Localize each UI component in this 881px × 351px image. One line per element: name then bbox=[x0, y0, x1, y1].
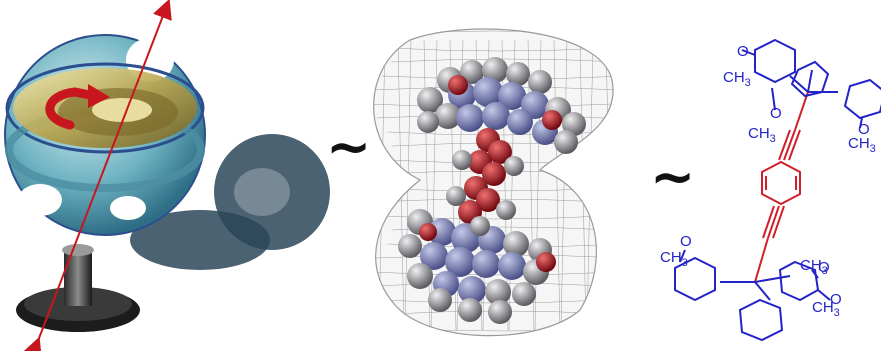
methoxyphenyl-groups bbox=[674, 38, 881, 342]
atom-oxygen bbox=[448, 75, 468, 95]
atom-hydrogen bbox=[496, 200, 516, 220]
atom-carbon bbox=[507, 109, 533, 135]
atom-hydrogen bbox=[446, 186, 466, 206]
atom-carbon bbox=[482, 102, 510, 130]
atom-hydrogen bbox=[407, 263, 433, 289]
atom-carbon bbox=[428, 218, 456, 246]
methoxy-oxygen-label: O bbox=[770, 105, 782, 122]
mesh-line bbox=[390, 58, 614, 63]
methyl-label: CH3 bbox=[660, 249, 688, 269]
atom-hydrogen bbox=[428, 288, 452, 312]
alkyne-phenylene-core bbox=[754, 91, 809, 283]
space-filling-model bbox=[373, 28, 614, 337]
atom-carbon bbox=[420, 242, 448, 270]
approximation-symbol-left: ~ bbox=[326, 115, 372, 178]
atom-hydrogen bbox=[398, 234, 422, 258]
atom-oxygen bbox=[419, 223, 437, 241]
atom-hydrogen bbox=[504, 156, 524, 176]
methyl-label: CH3 bbox=[848, 135, 876, 155]
atom-carbon bbox=[498, 252, 526, 280]
atom-hydrogen bbox=[452, 150, 472, 170]
atom-carbon bbox=[445, 247, 475, 277]
mesh-line bbox=[553, 39, 561, 331]
gyroscope-illustration bbox=[4, 0, 330, 351]
gyroscope-stand bbox=[16, 244, 140, 332]
atom-hydrogen bbox=[512, 282, 536, 306]
methyl-label: CH3 bbox=[723, 69, 751, 89]
atom-oxygen bbox=[476, 188, 500, 212]
methoxy-oxygen-label: O bbox=[858, 121, 870, 138]
atom-hydrogen bbox=[528, 70, 552, 94]
atom-carbon bbox=[473, 77, 503, 107]
atom-hydrogen bbox=[562, 112, 586, 136]
mesh-line bbox=[430, 39, 438, 331]
rotation-axis bbox=[23, 0, 172, 351]
atom-oxygen bbox=[536, 252, 556, 272]
methyl-label: CH3 bbox=[748, 125, 776, 145]
atom-hydrogen bbox=[506, 62, 530, 86]
atom-hydrogen bbox=[488, 300, 512, 324]
methoxy-oxygen-label: O bbox=[737, 43, 749, 60]
atom-carbon bbox=[472, 250, 500, 278]
atom-carbon bbox=[498, 82, 526, 110]
atom-spheres bbox=[398, 57, 586, 324]
atom-hydrogen bbox=[554, 130, 578, 154]
atom-hydrogen bbox=[435, 103, 461, 129]
atom-hydrogen bbox=[470, 216, 490, 236]
atom-hydrogen bbox=[417, 87, 443, 113]
gyroscope-rotor bbox=[13, 68, 197, 148]
atom-oxygen bbox=[542, 110, 562, 130]
methyl-label: CH3 bbox=[800, 257, 828, 277]
atom-hydrogen bbox=[458, 298, 482, 322]
atom-carbon bbox=[456, 104, 484, 132]
approximation-symbol-right: ~ bbox=[650, 145, 696, 208]
atom-hydrogen bbox=[417, 111, 439, 133]
atom-carbon bbox=[458, 276, 486, 304]
atom-hydrogen bbox=[460, 60, 484, 84]
atom-hydrogen bbox=[482, 57, 508, 83]
atom-hydrogen bbox=[503, 231, 529, 257]
methoxy-oxygen-label: O bbox=[830, 291, 842, 308]
atom-oxygen bbox=[482, 162, 506, 186]
mesh-line bbox=[560, 39, 568, 331]
methoxy-oxygen-label: O bbox=[818, 259, 830, 276]
mesh-line bbox=[390, 47, 609, 52]
atom-oxygen bbox=[488, 140, 512, 164]
methyl-label: CH3 bbox=[812, 299, 840, 319]
methoxy-oxygen-label: O bbox=[680, 233, 692, 250]
atom-hydrogen bbox=[485, 279, 511, 305]
